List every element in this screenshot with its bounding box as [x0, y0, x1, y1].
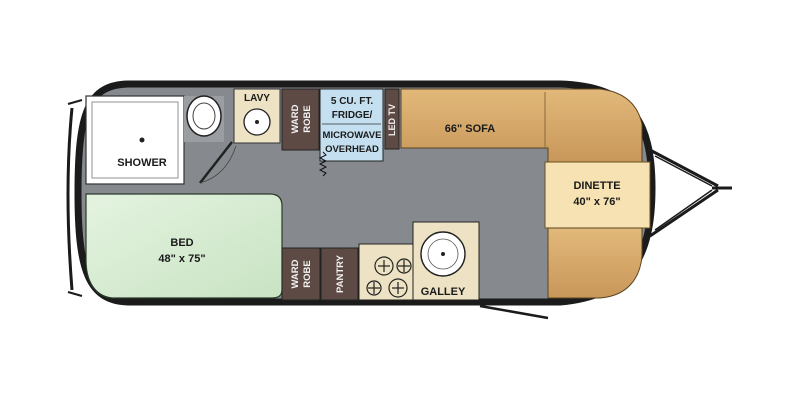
- lavy: LAVY: [233, 88, 281, 144]
- wardrobe-bottom: WARD ROBE: [281, 247, 321, 301]
- dinette-seat: [547, 227, 643, 299]
- pantry: PANTRY: [320, 247, 359, 301]
- stove-icon: [366, 256, 412, 298]
- shower: SHOWER: [85, 95, 185, 185]
- microwave-label-1: MICROWAVE: [323, 130, 382, 141]
- bed-label: BED: [170, 237, 193, 249]
- galley-label: GALLEY: [421, 286, 466, 298]
- wardrobe-top-label-1: WARD: [290, 104, 301, 133]
- fridge-microwave: 5 CU. FT. FRIDGE/ MICROWAVE OVERHEAD: [318, 88, 384, 177]
- bed: BED 48" x 75": [85, 193, 283, 299]
- pantry-label: PANTRY: [335, 254, 346, 293]
- bed-size: 48" x 75": [158, 253, 205, 265]
- wardrobe-bottom-label-1: WARD: [290, 259, 301, 288]
- bathroom-door: [199, 141, 237, 184]
- toilet-icon: [184, 95, 224, 142]
- shower-drain-icon: [139, 137, 145, 143]
- sofa: 66" SOFA: [400, 88, 643, 163]
- wardrobe-top-label-2: ROBE: [302, 105, 313, 132]
- sofa-label: 66" SOFA: [445, 123, 496, 135]
- shower-label: SHOWER: [117, 157, 167, 169]
- led-tv: LED TV: [384, 88, 400, 150]
- led-tv-label: LED TV: [387, 104, 397, 136]
- fridge-label-2: FRIDGE/: [332, 110, 373, 121]
- dinette: DINETTE 40" x 76": [544, 161, 651, 299]
- trailer-hitch: [649, 148, 732, 238]
- galley: GALLEY: [358, 221, 480, 301]
- dinette-label: DINETTE: [573, 180, 620, 192]
- wardrobe-bottom-label-2: ROBE: [302, 260, 313, 287]
- microwave-label-2: OVERHEAD: [325, 144, 379, 155]
- entry-door: [479, 304, 549, 320]
- rear-bumper: [66, 99, 83, 297]
- dinette-size: 40" x 76": [573, 196, 620, 208]
- wardrobe-top: WARD ROBE: [281, 88, 320, 151]
- fridge-label-1: 5 CU. FT.: [331, 96, 373, 107]
- lavy-label: LAVY: [244, 93, 270, 104]
- vent-icon: [318, 151, 328, 177]
